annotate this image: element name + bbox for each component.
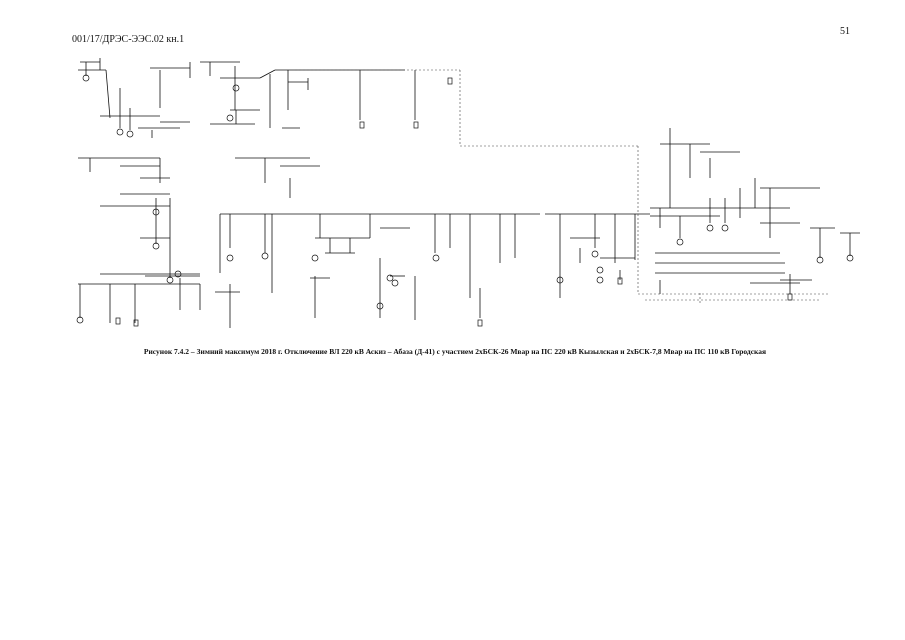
equipment-symbols — [76, 74, 854, 327]
power-grid-schematic — [76, 58, 860, 328]
dashed-connections — [295, 69, 830, 303]
page-number: 51 — [840, 26, 850, 37]
figure-caption: Рисунок 7.4.2 – Зимний максимум 2018 г. … — [143, 347, 767, 356]
schematic-lines — [78, 58, 860, 328]
document-code: 001/17/ДРЭС-ЭЭС.02 кн.1 — [72, 34, 185, 45]
